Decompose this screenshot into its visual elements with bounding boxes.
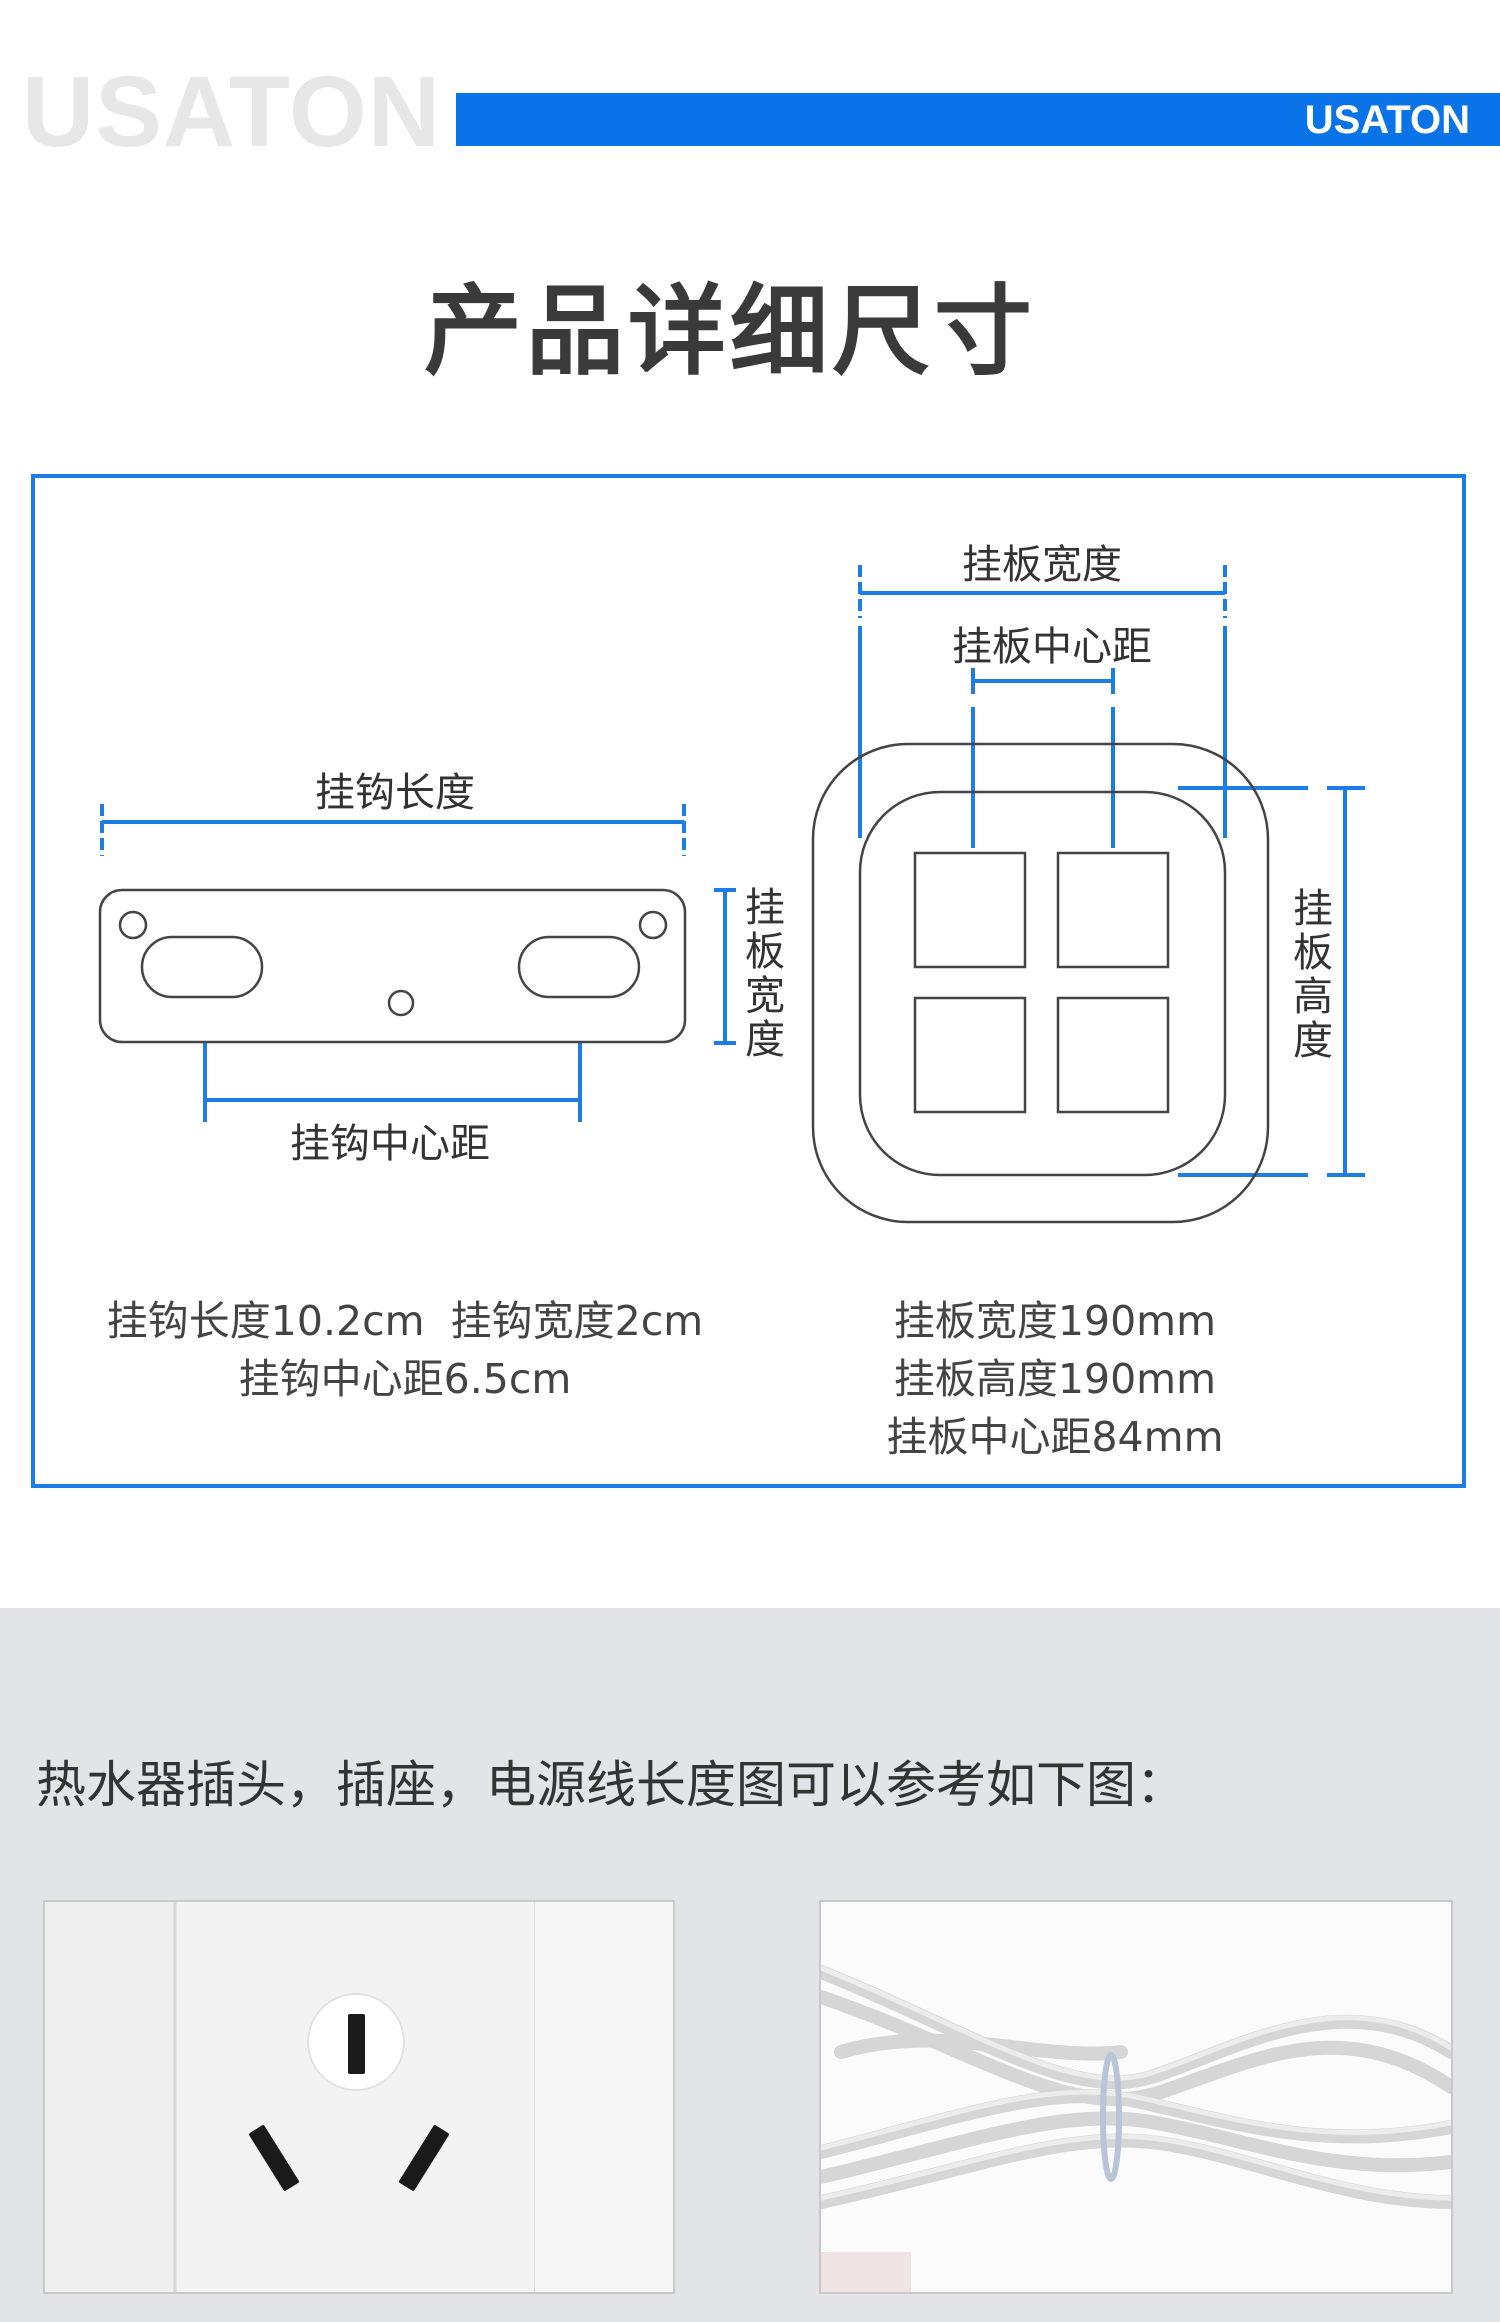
panel-height-label-2: 板 xyxy=(1293,930,1333,976)
dimension-diagram: 挂钩长度 挂钩中心距 挂 板 宽 度 挂板宽度 挂板中心距 挂 板 高 度 xyxy=(98,542,1365,1224)
hook-spec: 挂钩长度10.2cm 挂钩宽度2cm 挂钩中心距6.5cm xyxy=(80,1292,730,1408)
hook-width-label-3: 宽 xyxy=(745,973,785,1019)
panel-spec-height: 挂板高度190mm xyxy=(893,1355,1217,1403)
brand-bar xyxy=(456,93,1500,146)
hook-width-label-4: 度 xyxy=(745,1017,785,1063)
brand-logo-text: USATON xyxy=(22,56,441,168)
panel-center-label: 挂板中心距 xyxy=(952,624,1152,670)
panel-height-label-4: 度 xyxy=(1293,1018,1333,1064)
dimension-frame xyxy=(31,474,1466,1488)
panel-height-label-1: 挂 xyxy=(1293,886,1333,932)
hook-width-label-2: 板 xyxy=(745,929,785,975)
hook-width-label-1: 挂 xyxy=(745,885,785,931)
panel-height-label-3: 高 xyxy=(1293,974,1333,1020)
hook-spec-line-1: 挂钩长度10.2cm 挂钩宽度2cm xyxy=(106,1297,704,1345)
panel-spec-center: 挂板中心距84mm xyxy=(886,1413,1224,1461)
page-title: 产品详细尺寸 xyxy=(423,275,1036,389)
mounting-panel xyxy=(811,742,1270,1224)
power-cable-image xyxy=(819,1900,1453,2294)
panel-width-label: 挂板宽度 xyxy=(962,542,1122,588)
panel-spec-width: 挂板宽度190mm xyxy=(893,1297,1217,1345)
hook-plate xyxy=(98,888,687,1044)
panel-spec: 挂板宽度190mm 挂板高度190mm 挂板中心距84mm xyxy=(830,1292,1280,1466)
reference-note: 热水器插头，插座，电源线长度图可以参考如下图： xyxy=(36,1756,1186,1814)
socket-image xyxy=(43,1900,675,2294)
hook-center-label: 挂钩中心距 xyxy=(290,1121,490,1167)
brand-bar-text: USATON xyxy=(1304,98,1470,142)
hook-spec-line-2: 挂钩中心距6.5cm xyxy=(238,1355,572,1403)
hook-length-label: 挂钩长度 xyxy=(315,770,475,816)
